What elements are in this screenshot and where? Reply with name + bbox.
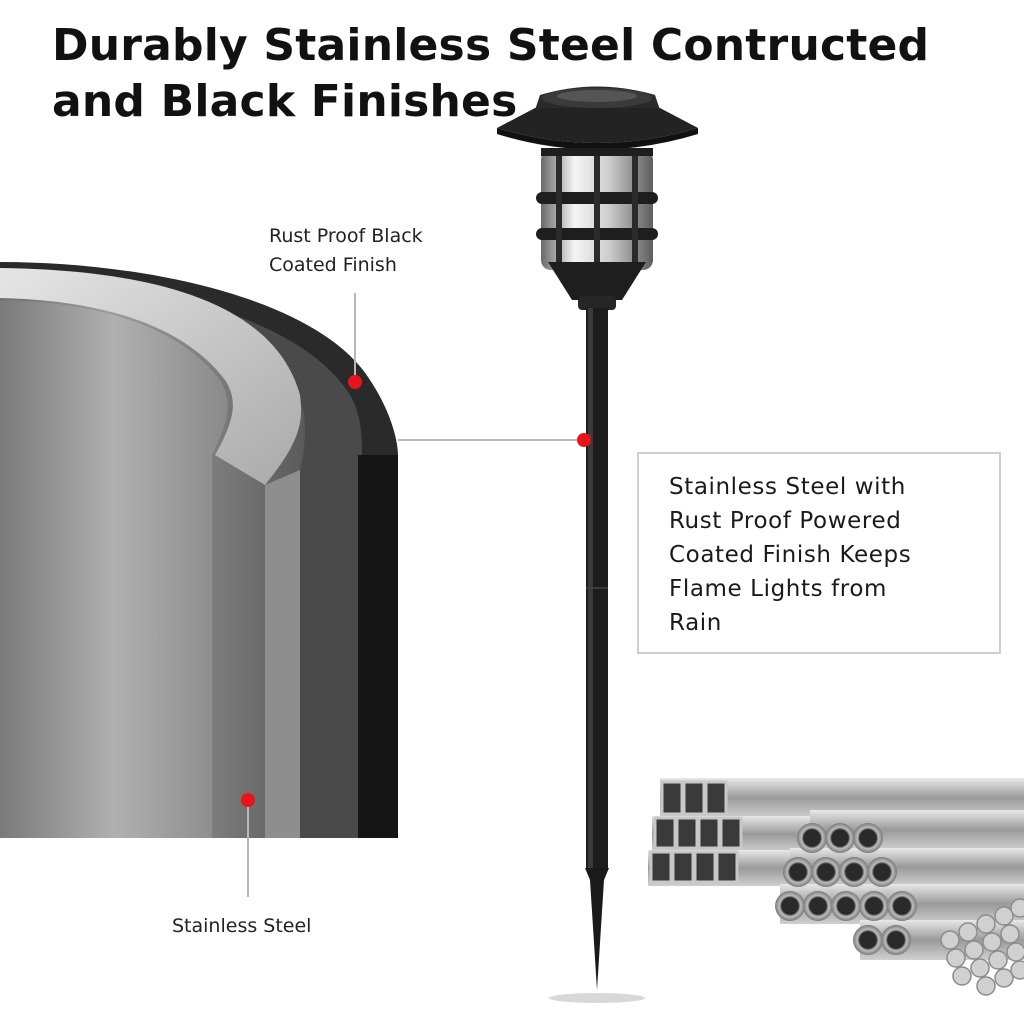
- leader-lines: [247, 293, 584, 897]
- info-line-5: Rain: [669, 610, 722, 636]
- red-dot-marker-icon: [241, 793, 255, 807]
- callout-coating: Rust Proof Black Coated Finish: [269, 222, 423, 280]
- info-box-text: Stainless Steel with Rust Proof Powered …: [669, 470, 999, 640]
- red-dot-marker-icon: [577, 433, 591, 447]
- headline-line-1: Durably Stainless Steel Contructed: [52, 20, 930, 71]
- headline: Durably Stainless Steel Contructed and B…: [52, 18, 952, 130]
- headline-line-2: and Black Finishes: [52, 76, 518, 127]
- callout-coating-line-1: Rust Proof Black: [269, 225, 423, 247]
- info-line-1: Stainless Steel with: [669, 474, 906, 500]
- callout-steel: Stainless Steel: [172, 915, 312, 937]
- steel-pipe-bundle-graphic: [648, 778, 1024, 996]
- info-line-3: Coated Finish Keeps: [669, 542, 912, 568]
- steel-cross-section-graphic: [0, 262, 398, 838]
- solar-stake-light-graphic: [497, 86, 698, 1003]
- callout-coating-line-2: Coated Finish: [269, 254, 397, 276]
- info-line-4: Flame Lights from: [669, 576, 887, 602]
- red-dot-marker-icon: [348, 375, 362, 389]
- info-box: Stainless Steel with Rust Proof Powered …: [637, 452, 1001, 654]
- info-line-2: Rust Proof Powered: [669, 508, 902, 534]
